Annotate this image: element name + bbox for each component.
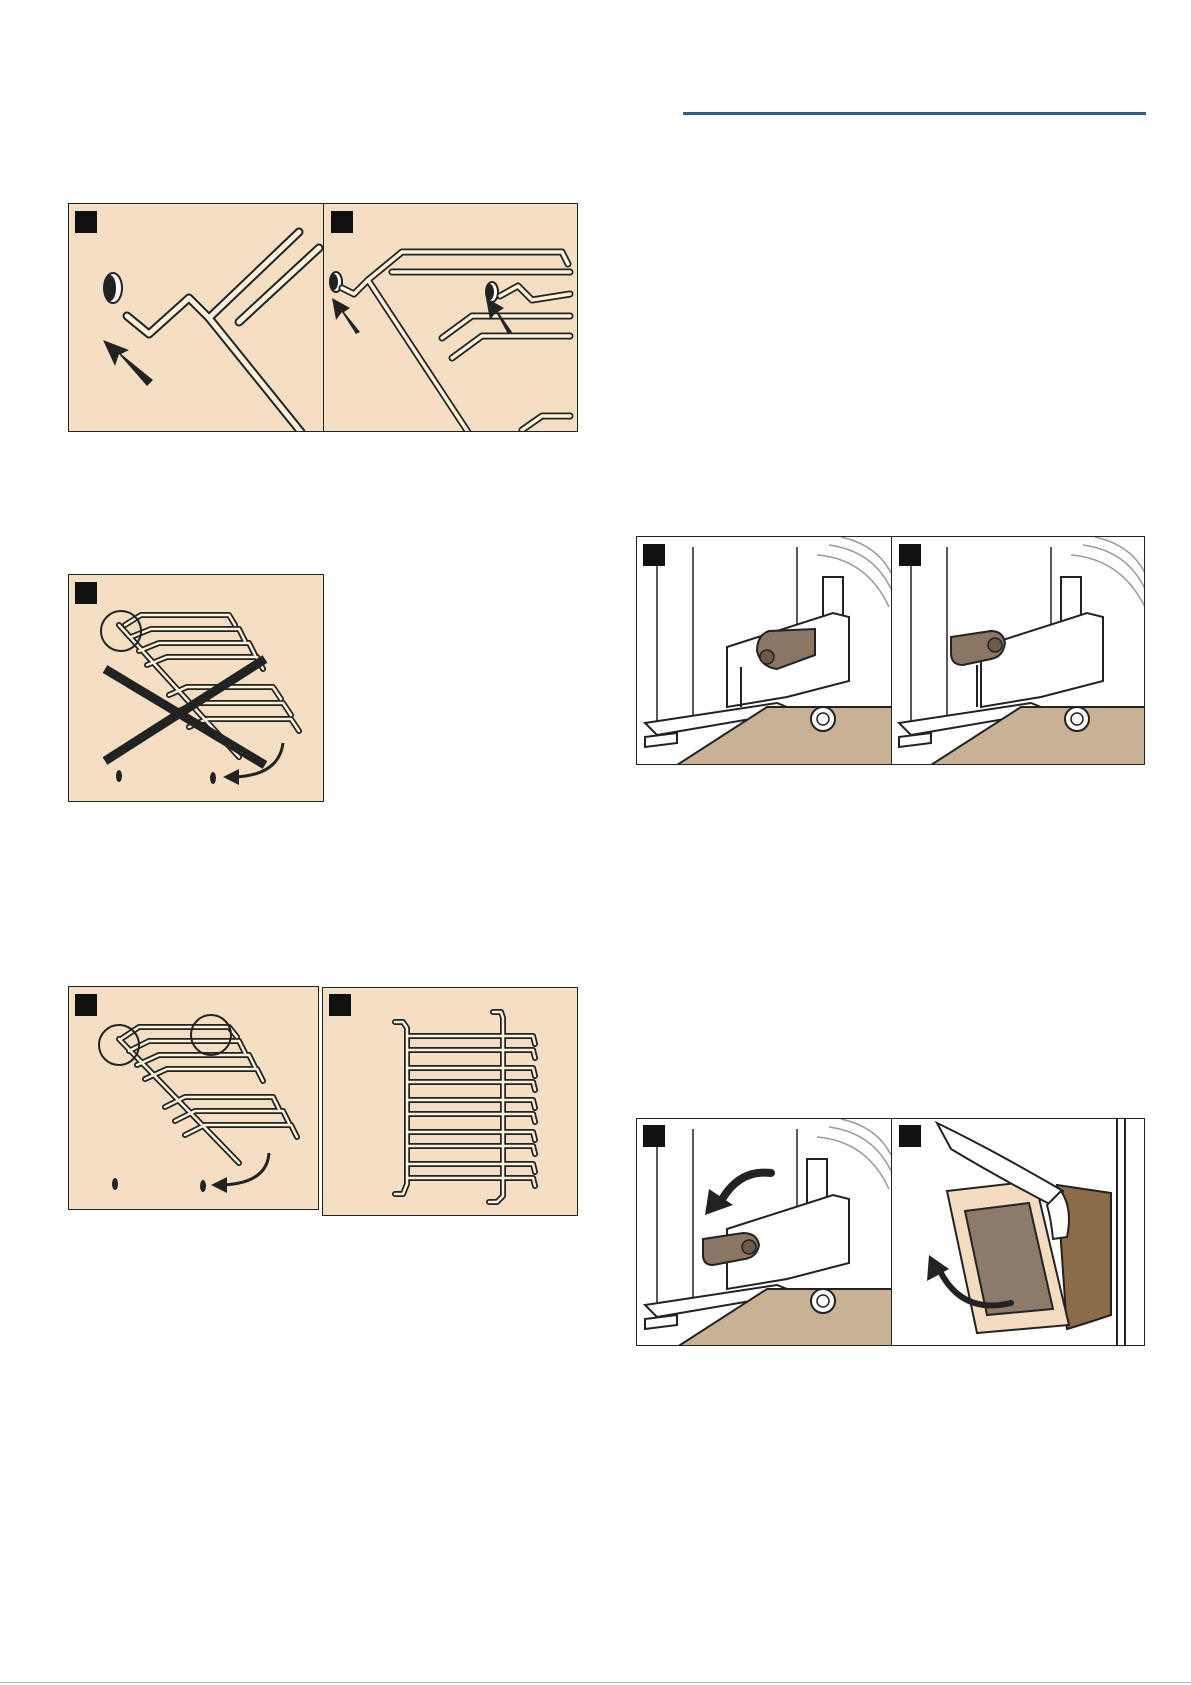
step-badge xyxy=(75,211,97,233)
figure-rack-correct xyxy=(68,986,319,1210)
step-badge xyxy=(899,544,921,566)
figure-door-remove xyxy=(636,1118,1145,1346)
panel-divider xyxy=(891,1119,892,1345)
footer-rule xyxy=(0,1682,1191,1683)
step-badge xyxy=(899,1125,921,1147)
step-badge xyxy=(75,582,97,604)
hook-arrow-icon xyxy=(103,340,153,386)
figure-rack-front-view xyxy=(322,987,578,1216)
section-rule xyxy=(683,112,1146,115)
figure-rack-hook-in xyxy=(68,203,578,432)
panel-divider xyxy=(891,537,892,764)
step-badge xyxy=(75,994,97,1016)
figure-hinge-lever xyxy=(636,536,1145,765)
figure-rack-wrong xyxy=(68,574,324,802)
step-badge xyxy=(329,994,351,1016)
step-badge xyxy=(643,544,665,566)
curved-arrow-icon xyxy=(719,1173,771,1205)
cross-mark-icon xyxy=(105,659,265,765)
panel-divider xyxy=(323,204,324,431)
step-badge xyxy=(643,1125,665,1147)
hook-arrow-icon xyxy=(332,298,360,334)
step-badge xyxy=(331,211,353,233)
